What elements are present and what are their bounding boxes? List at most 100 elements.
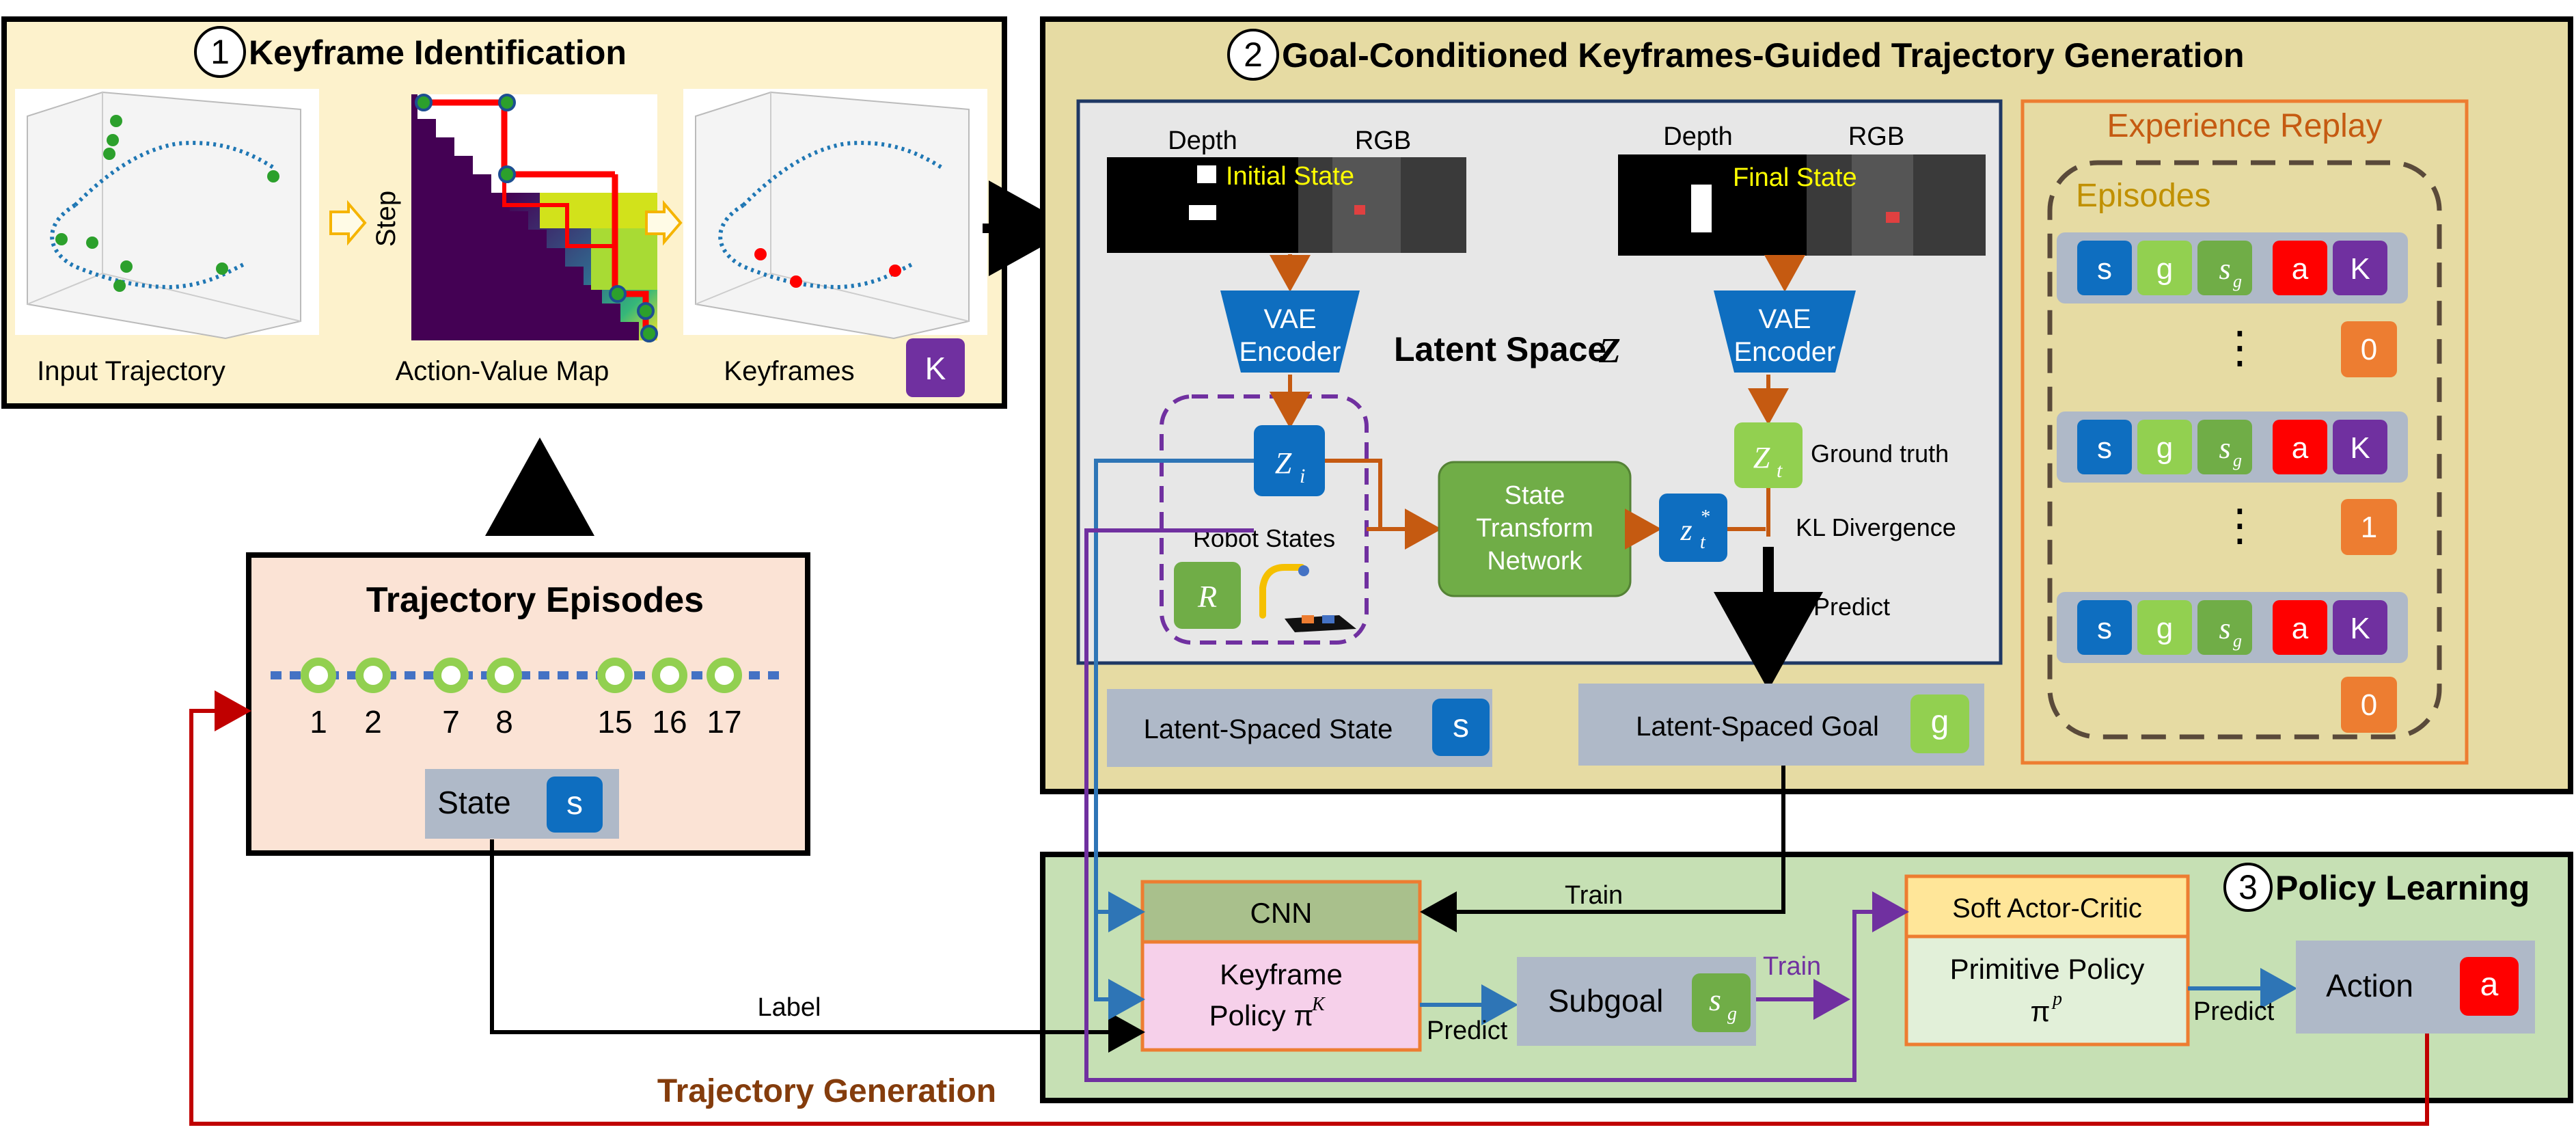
panel3-number: 3 [2238,868,2258,906]
keypoint-dot [113,280,126,292]
keypoint-dot [216,262,228,275]
latent-space-text: Latent Space [1394,330,1606,368]
panel2-number-circle [1227,29,1279,81]
replay-ellipsis: ⋮ [2218,323,2262,372]
map-keypoint [498,165,516,183]
replay-badge [2333,420,2387,474]
primitive-line1: Primitive Policy [1950,953,2145,985]
zstar-sup: * [1700,507,1710,528]
latent-goal-badge: g [1931,704,1949,740]
predict-label-1: Predict [1427,1016,1508,1045]
panel2-title: Goal-Conditioned Keyframes-Guided Trajec… [1282,36,2245,75]
panel1-title: Keyframe Identification [249,33,627,72]
keyframe-dot [754,248,767,260]
latent-space-symbol: Z [1598,332,1621,370]
encoder-text-1: VAE [1263,304,1316,334]
stn-line1: State [1505,481,1565,510]
panel1-arrow-2 [645,200,683,246]
keyframes-badge: K [925,351,946,386]
replay-badge [2333,241,2387,295]
latent-state-badge-box [1432,699,1490,756]
subgoal-label: Subgoal [1548,983,1664,1018]
zstar-sub: t [1700,532,1706,553]
replay-badge-label: a [2292,431,2309,465]
replay-badge-label: a [2292,612,2309,645]
frame-number: 8 [495,704,513,740]
subgoal-sub: g [1727,1003,1737,1025]
action-badge-box [2460,957,2519,1016]
replay-badge [2197,600,2252,655]
zt-node [1734,422,1803,488]
map-keypoint [609,285,627,303]
panel-trajectory-generation: 2 Goal-Conditioned Keyframes-Guided Traj… [1040,16,2573,794]
keyframes-caption: Keyframes [724,356,854,386]
trajectory-generation-loop [189,690,2429,1126]
frame-number: 1 [310,704,327,740]
robot-arm-icon [1259,564,1356,632]
depth-label-initial: Depth [1168,126,1237,155]
replay-badge [2137,241,2192,295]
replay-badge-label: g [2156,612,2173,645]
replay-badge-label: s [2097,612,2112,645]
stn-line2: Transform [1476,514,1593,543]
frame-marker [301,658,336,693]
keyframe-dot [790,275,802,288]
panel-keyframe-identification: 1 Keyframe Identification Input Trajecto… [1,16,1007,409]
replay-badge [2137,420,2192,474]
replay-ellipsis: ⋮ [2218,500,2262,550]
replay-flag [2341,499,2397,555]
keypoint-dot [120,260,133,273]
replay-flag [2341,321,2397,377]
keyframe-policy-sup: K [1311,994,1326,1015]
input-trajectory-plot: Input Trajectory [15,89,319,386]
robot-badge: R [1197,579,1217,614]
replay-badge [2333,600,2387,655]
encoder-text-2: Encoder [1239,337,1341,367]
cnn-label: CNN [1250,897,1313,929]
replay-badge-label: s [2097,252,2112,286]
map-keypoint [498,94,516,111]
latent-state-badge: s [1453,708,1469,744]
rgb-label-final: RGB [1848,122,1904,151]
state-label: State [437,785,510,820]
replay-badge [2077,241,2132,295]
replay-badge [2197,420,2252,474]
replay-badge-label: K [2350,431,2370,465]
label-arrow [490,839,1145,1053]
zi-sub: i [1300,465,1305,487]
subgoal-badge-box [1692,973,1751,1032]
predict-label-panel2: Predict [1813,593,1890,621]
sac-label: Soft Actor-Critic [1952,893,2142,923]
latent-goal-label: Latent-Spaced Goal [1636,712,1879,742]
map-keypoint [415,94,433,111]
train-label-1: Train [1565,881,1623,910]
map-keypoint [637,302,655,320]
frame-number: 16 [652,704,687,740]
frame-number: 17 [707,704,741,740]
keyframes-plot: Keyframes K [683,89,987,397]
trajectory-title: Trajectory Episodes [366,580,704,620]
replay-badge [2273,241,2327,295]
predict-label-2: Predict [2193,997,2275,1026]
vae-encoder-final [1714,291,1856,373]
keypoint-dot [267,170,279,183]
action-value-map: Step Action-Value Map [371,94,658,386]
keypoint-dot [86,237,98,249]
ground-truth-label: Ground truth [1811,440,1949,468]
replay-badge [2077,600,2132,655]
replay-badge-label: K [2350,252,2370,286]
kl-label: KL Divergence [1796,513,1956,541]
replay-badge-sub: g [2233,271,2242,291]
zstar-node [1659,494,1727,562]
action-badge: a [2480,967,2499,1003]
label-text: Label [758,993,821,1022]
zi-to-cnn-line [1094,459,1254,932]
robot-to-sac-line [1084,528,1909,1082]
replay-badge-label: s [2219,252,2230,286]
replay-badge-sub: g [2233,450,2242,470]
replay-badge-label: g [2156,431,2173,465]
frame-number: 2 [364,704,382,740]
